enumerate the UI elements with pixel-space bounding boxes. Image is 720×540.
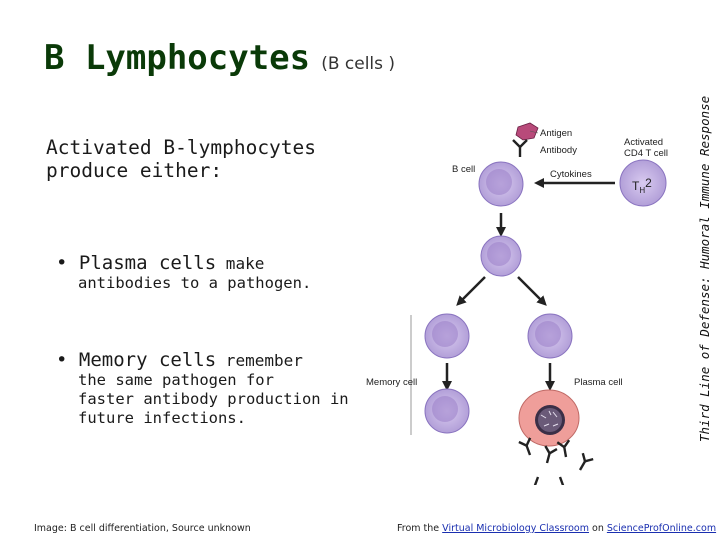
bullet-term: Memory cells xyxy=(78,349,217,371)
memory-cell-icon xyxy=(424,388,470,434)
bullet-line: the same pathogen for xyxy=(78,371,274,389)
branch-arrow-left xyxy=(456,276,486,306)
bullet-dot: • xyxy=(56,349,79,371)
b-cell-icon xyxy=(478,161,524,207)
slide-title: B Lymphocytes (B cells ) xyxy=(44,38,395,78)
credit-prefix: From the xyxy=(397,523,443,534)
secreted-antibodies-icon xyxy=(518,437,594,485)
link-scienceprofonline[interactable]: ScienceProfOnline.com xyxy=(606,523,717,534)
plasma-cell-label: Plasma cell xyxy=(574,377,623,388)
bullet-plasma-cells: • Plasma cells make antibodies to a path… xyxy=(56,252,311,293)
antigen-icon xyxy=(515,122,539,141)
antibody-icon xyxy=(512,139,528,157)
memory-cell-label: Memory cell xyxy=(366,377,417,388)
t-cell-icon xyxy=(619,159,667,207)
th2-label: TH2 xyxy=(632,176,652,195)
th2-main: T xyxy=(632,179,640,193)
title-main: B Lymphocytes xyxy=(44,38,311,78)
activated-label: Activated xyxy=(624,137,663,148)
title-sub: (B cells ) xyxy=(321,54,396,74)
cd4-label: CD4 T cell xyxy=(624,148,668,159)
b-cell-label: B cell xyxy=(452,164,475,175)
daughter-cell-icon-left xyxy=(424,313,470,359)
side-title: Third Line of Defense: Humoral Immune Re… xyxy=(697,95,712,442)
bullet-rest: remember xyxy=(216,351,303,370)
bullet-line: future infections. xyxy=(78,409,246,427)
daughter-cell-icon-right xyxy=(527,313,573,359)
bullet-line: antibodies to a pathogen. xyxy=(78,274,312,292)
bullet-rest: make xyxy=(216,254,265,273)
b-cell-differentiation-diagram: Antigen Antibody B cell Activated CD4 T … xyxy=(366,122,668,485)
link-virtual-microbiology-classroom[interactable]: Virtual Microbiology Classroom xyxy=(442,523,589,534)
antibody-label: Antibody xyxy=(540,145,577,156)
bullet-term: Plasma cells xyxy=(78,252,217,274)
intro-line-1: Activated B-lymphocytes xyxy=(46,136,317,159)
image-caption: Image: B cell differentiation, Source un… xyxy=(34,523,251,534)
proliferating-b-cell-icon xyxy=(480,235,522,277)
bullet-dot: • xyxy=(56,252,79,274)
th2-num: 2 xyxy=(645,176,652,190)
branch-arrow-right xyxy=(517,276,547,306)
bullet-line: faster antibody production in xyxy=(78,390,349,408)
intro-text: Activated B-lymphocytes produce either: xyxy=(46,136,316,182)
th2-sub: H xyxy=(639,186,645,195)
antigen-label: Antigen xyxy=(540,128,572,139)
bullet-memory-cells: • Memory cells remember the same pathoge… xyxy=(56,349,349,428)
pointer-line xyxy=(529,130,539,134)
intro-line-2: produce either: xyxy=(46,159,223,182)
cytokines-label: Cytokines xyxy=(550,169,592,180)
credit-mid: on xyxy=(592,523,607,534)
source-credit: From the Virtual Microbiology Classroom … xyxy=(397,523,716,534)
plasma-cell-icon xyxy=(518,389,580,447)
